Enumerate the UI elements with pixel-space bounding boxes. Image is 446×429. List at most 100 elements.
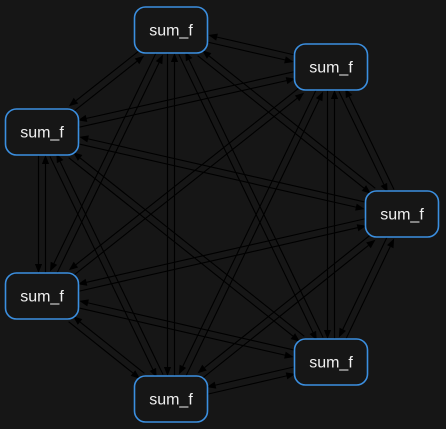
edge-n5-to-n1 bbox=[55, 54, 163, 275]
node-box[interactable] bbox=[133, 6, 209, 54]
edge-line bbox=[338, 91, 385, 185]
node-box[interactable] bbox=[4, 272, 80, 320]
edge-n1-to-n6 bbox=[178, 54, 317, 341]
arrowhead-icon bbox=[73, 316, 83, 325]
edge-line bbox=[342, 235, 389, 330]
edge-n2-to-n5 bbox=[68, 86, 301, 271]
node-box[interactable] bbox=[133, 375, 209, 423]
edge-line bbox=[55, 62, 160, 275]
arrowhead-icon bbox=[68, 97, 79, 107]
arrowhead-icon bbox=[208, 33, 218, 41]
arrowhead-icon bbox=[202, 50, 212, 59]
arrowhead-icon bbox=[73, 152, 83, 161]
edge-line bbox=[348, 96, 395, 190]
node-label: sum_f bbox=[20, 289, 64, 306]
edge-n2-to-n6 bbox=[323, 90, 332, 339]
edge-n6-to-n2 bbox=[330, 90, 339, 339]
edge-line bbox=[79, 157, 305, 337]
edge-line bbox=[197, 55, 365, 189]
arrowhead-icon bbox=[77, 278, 88, 286]
edge-line bbox=[77, 307, 286, 356]
edge-n2-to-n1 bbox=[208, 33, 296, 56]
arrowhead-icon bbox=[366, 239, 376, 249]
edge-line bbox=[215, 366, 294, 386]
edge-line bbox=[201, 244, 369, 380]
arrowhead-icon bbox=[380, 182, 388, 193]
node-box[interactable] bbox=[364, 190, 440, 238]
arrowhead-icon bbox=[79, 135, 89, 143]
edge-line bbox=[75, 49, 141, 102]
node-box[interactable] bbox=[293, 338, 369, 386]
node-n6[interactable]: sum_f bbox=[293, 338, 369, 386]
edge-n2-to-n3 bbox=[77, 71, 294, 122]
arrowhead-icon bbox=[356, 224, 367, 232]
edge-n3-to-n1 bbox=[72, 55, 145, 113]
edge-line bbox=[216, 36, 296, 56]
arrowhead-icon bbox=[134, 55, 145, 65]
edge-line bbox=[53, 51, 158, 264]
edge-n3-to-n2 bbox=[79, 77, 296, 128]
edge-n6-to-n4 bbox=[344, 238, 395, 341]
node-n1[interactable]: sum_f bbox=[133, 6, 209, 54]
edge-n1-to-n2 bbox=[206, 41, 294, 64]
edge-n4-to-n5 bbox=[77, 218, 365, 286]
edge-line bbox=[86, 218, 365, 283]
node-n7[interactable]: sum_f bbox=[133, 375, 209, 423]
arrowhead-icon bbox=[361, 185, 371, 194]
edge-n3-to-n7 bbox=[49, 156, 157, 378]
edge-n7-to-n2 bbox=[184, 91, 324, 378]
edge-n4-to-n6 bbox=[338, 235, 389, 338]
edge-line bbox=[184, 99, 320, 378]
arrowhead-icon bbox=[41, 155, 50, 164]
edge-line bbox=[344, 246, 391, 341]
node-n5[interactable]: sum_f bbox=[4, 272, 80, 320]
edge-n4-to-n1 bbox=[202, 50, 376, 189]
arrowhead-icon bbox=[170, 53, 179, 62]
edge-n5-to-n3 bbox=[41, 155, 50, 273]
arrowhead-icon bbox=[387, 238, 395, 249]
edge-line bbox=[72, 97, 298, 277]
arrowhead-icon bbox=[149, 367, 157, 378]
edge-n1-to-n3 bbox=[68, 49, 141, 107]
edge-line bbox=[178, 54, 314, 333]
arrowhead-icon bbox=[197, 364, 207, 374]
edge-line bbox=[204, 233, 372, 369]
arrowhead-icon bbox=[285, 372, 296, 380]
edge-n1-to-n4 bbox=[197, 55, 371, 194]
edges-layer bbox=[34, 33, 395, 395]
arrowhead-icon bbox=[56, 153, 64, 164]
arrowhead-icon bbox=[285, 77, 296, 85]
node-n3[interactable]: sum_f bbox=[4, 108, 80, 156]
arrowhead-icon bbox=[323, 330, 332, 339]
node-n2[interactable]: sum_f bbox=[293, 43, 369, 91]
arrowhead-icon bbox=[309, 330, 317, 341]
arrowhead-icon bbox=[345, 88, 353, 99]
edge-n2-to-n7 bbox=[178, 88, 318, 375]
edge-n7-to-n1 bbox=[170, 53, 179, 376]
nodes-layer: sum_f sum_f sum_f sum_f sum_f sum_f sum_f bbox=[4, 6, 440, 423]
arrowhead-icon bbox=[284, 351, 294, 359]
edge-n1-to-n7 bbox=[163, 53, 172, 376]
arrowhead-icon bbox=[34, 264, 43, 273]
edge-line bbox=[87, 302, 296, 351]
edge-n4-to-n3 bbox=[79, 135, 367, 203]
arrowhead-icon bbox=[130, 370, 140, 379]
edge-line bbox=[77, 143, 357, 208]
edge-line bbox=[79, 80, 287, 128]
arrowhead-icon bbox=[330, 90, 339, 99]
edge-line bbox=[49, 156, 154, 370]
edge-line bbox=[75, 86, 301, 266]
arrowhead-icon bbox=[206, 381, 217, 389]
arrowhead-icon bbox=[163, 367, 172, 376]
edge-n6-to-n5 bbox=[79, 299, 296, 351]
edge-line bbox=[182, 88, 318, 367]
arrowhead-icon bbox=[315, 91, 324, 102]
node-n4[interactable]: sum_f bbox=[364, 190, 440, 238]
node-label: sum_f bbox=[20, 125, 64, 142]
node-box[interactable] bbox=[293, 43, 369, 91]
edge-line bbox=[208, 55, 376, 189]
node-box[interactable] bbox=[4, 108, 80, 156]
edge-n5-to-n2 bbox=[72, 92, 305, 277]
arrowhead-icon bbox=[284, 56, 294, 64]
